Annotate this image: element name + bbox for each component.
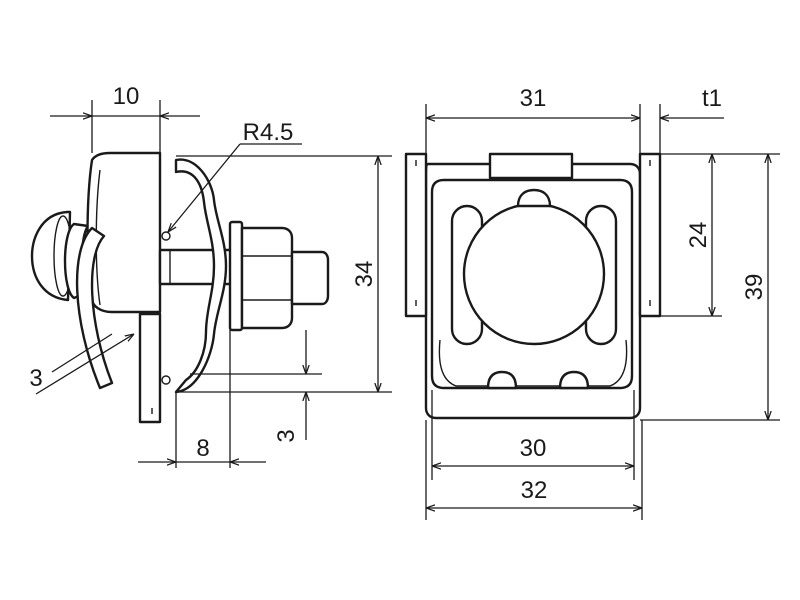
right-tab	[638, 152, 662, 318]
rivet	[161, 375, 171, 385]
dim-height-label: 34	[351, 261, 378, 288]
spring-washer	[228, 220, 244, 332]
clamp-block	[86, 151, 162, 314]
hex-nut	[240, 226, 294, 330]
dim-width-label: 10	[113, 83, 140, 110]
curved-strap	[75, 226, 114, 390]
left-tab	[404, 152, 428, 318]
top-clip	[488, 152, 574, 180]
dim-sheet-label: 3	[29, 365, 42, 392]
bottom-boss-right	[558, 370, 590, 390]
dim-total-height-label: 39	[741, 274, 768, 301]
bolt-end	[290, 250, 330, 306]
dim-inner-height-label: 24	[685, 222, 712, 249]
side-view-dimensions: 10 R4.5 34 3 8 3	[29, 83, 392, 468]
dim-radius-label: R4.5	[243, 119, 294, 146]
front-view	[404, 152, 662, 420]
dim-gap-label: 8	[196, 435, 209, 462]
dim-width-30-label: 30	[520, 435, 547, 462]
dim-thickness-label: t1	[702, 85, 722, 112]
dim-width-32-label: 32	[521, 477, 548, 504]
side-view	[30, 151, 330, 424]
bottom-boss-left	[486, 370, 518, 390]
dim-width-top-label: 31	[520, 85, 547, 112]
front-view-dimensions: 31 t1 24 39 30 32	[425, 85, 780, 520]
round-head	[462, 202, 606, 346]
bolt-head	[30, 210, 72, 302]
lower-bracket	[138, 312, 162, 424]
rivet	[161, 231, 171, 241]
top-boss	[516, 188, 552, 208]
dim-offset-label: 3	[273, 429, 300, 442]
